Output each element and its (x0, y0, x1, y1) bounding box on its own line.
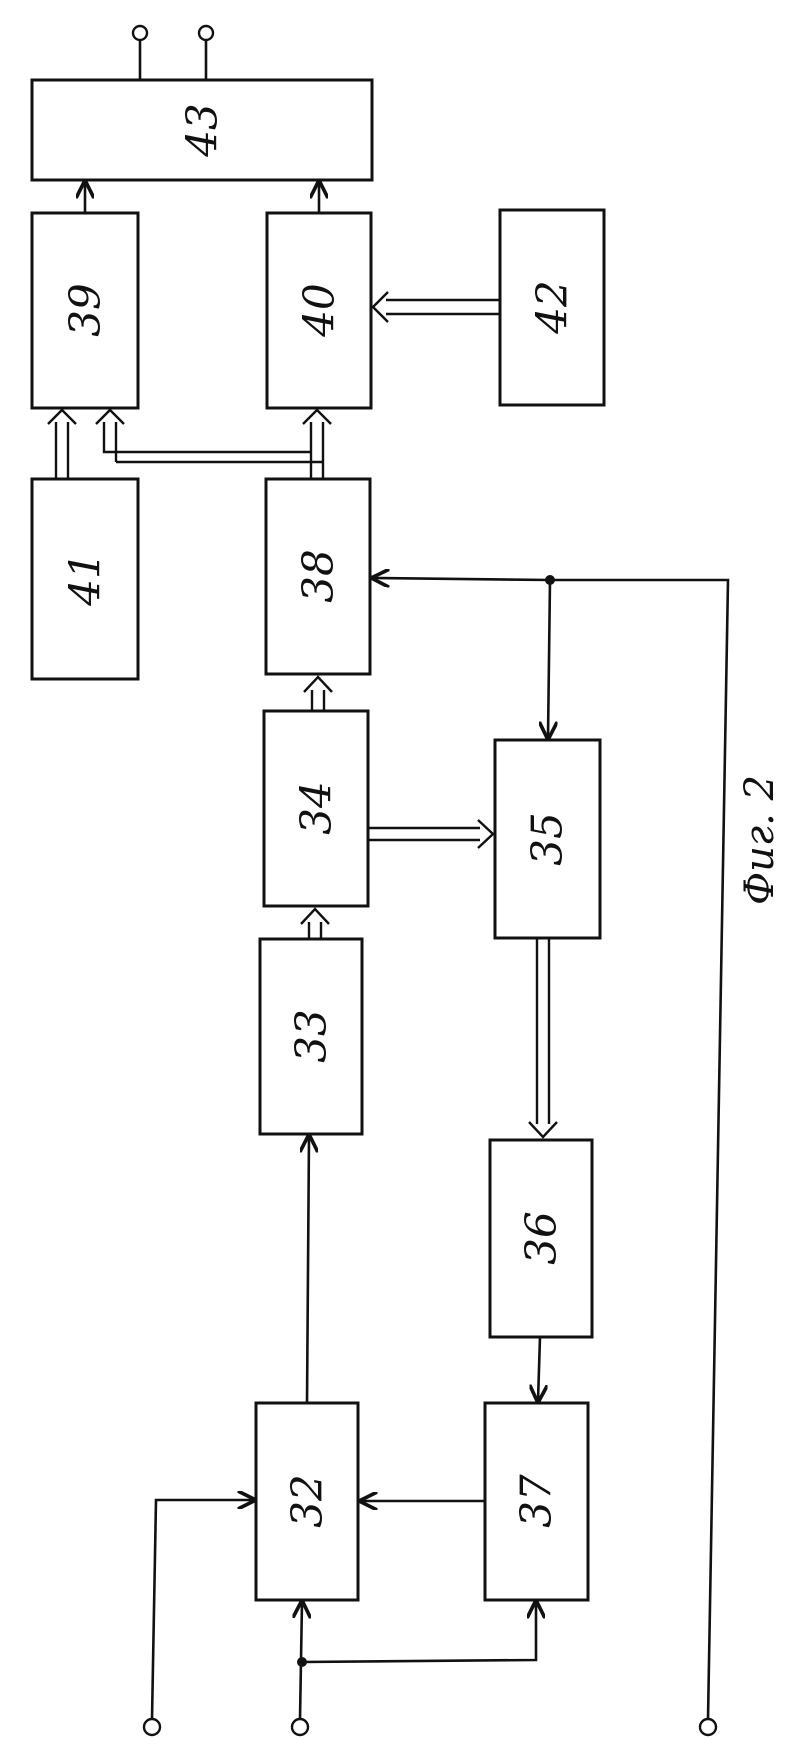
block-36: 36 (490, 1140, 592, 1337)
output-terminal-2 (199, 26, 213, 80)
bus-38-to-40-39 (96, 410, 331, 479)
block-42: 42 (500, 210, 604, 405)
wire-36-to-37 (538, 1337, 540, 1401)
input-terminal-b (292, 1602, 536, 1735)
block-32: 32 (256, 1403, 358, 1600)
block-32-label: 32 (283, 1474, 332, 1527)
block-41-label: 41 (61, 552, 110, 606)
block-38: 38 (266, 479, 370, 674)
block-36-label: 36 (517, 1211, 566, 1264)
block-37: 37 (485, 1403, 588, 1600)
bus-33-to-34 (301, 909, 329, 939)
block-34: 34 (264, 711, 368, 906)
bus-34-to-35 (368, 820, 493, 848)
bus-41-to-39 (48, 410, 76, 479)
block-39: 39 (32, 213, 138, 408)
block-33: 33 (260, 939, 362, 1134)
block-39-label: 39 (61, 283, 110, 336)
block-41: 41 (32, 479, 138, 679)
output-terminal-1 (133, 26, 147, 80)
block-35-label: 35 (523, 812, 572, 865)
block-42-label: 42 (528, 280, 577, 334)
block-40: 40 (267, 213, 371, 408)
figure-caption: Фиг. 2 (737, 775, 783, 905)
block-38-label: 38 (294, 549, 343, 602)
block-34-label: 34 (292, 781, 341, 834)
block-43: 43 (32, 80, 372, 180)
block-43-label: 43 (178, 103, 227, 157)
wire-32-to-33 (307, 1136, 309, 1403)
bus-35-to-36 (529, 938, 557, 1137)
block-40-label: 40 (295, 283, 344, 337)
block-35: 35 (495, 740, 600, 938)
input-terminal-a (144, 1500, 254, 1735)
block-33-label: 33 (287, 1009, 336, 1062)
bus-42-to-40 (373, 292, 500, 322)
bus-34-to-38 (304, 677, 332, 711)
block-37-label: 37 (512, 1474, 561, 1528)
